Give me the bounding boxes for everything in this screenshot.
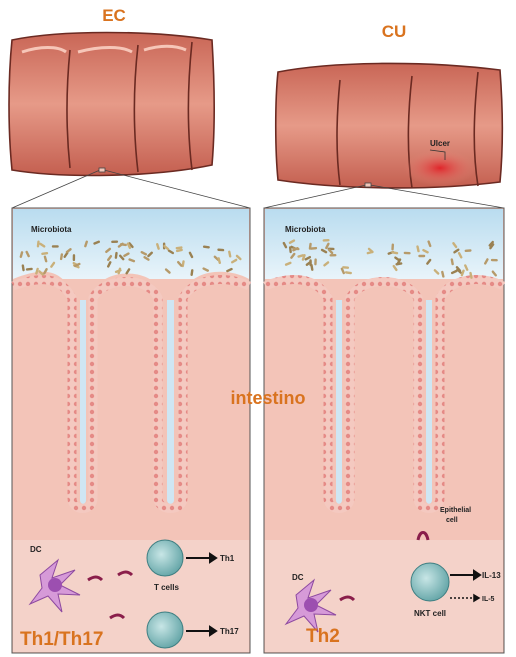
ec-title: EC [102,6,126,25]
epithelial-label-line2: cell [446,517,458,524]
bacterium [323,239,330,242]
epithelial-label-line1: Epithelial [440,507,471,514]
nkt-label: NKT cell [414,609,446,618]
th17-label: Th17 [220,627,239,636]
th1-label: Th1 [220,554,235,563]
ulcer-region [404,150,476,186]
bacterium [111,240,118,243]
bacterium [491,259,498,262]
cu-colon-segment [276,63,503,188]
cu-title: CU [382,22,407,41]
th2-caption: Th2 [306,626,340,647]
nkt-cell-icon [411,563,449,601]
il5-label: IL-5 [482,596,495,603]
th1-th17-caption: Th1/Th17 [20,629,103,650]
bacterium [391,243,394,250]
bacterium [404,252,411,255]
right-tissue-panel [264,208,504,653]
intestino-label: intestino [231,388,306,408]
bacterium [314,258,317,265]
microbiota-label: Microbiota [285,225,326,234]
bacterium [329,254,336,256]
bacterium [73,254,76,261]
il13-label: IL-13 [482,571,501,580]
ec-colon-segment [9,33,214,176]
bacterium [418,255,425,257]
ulcer-label: Ulcer [430,139,450,148]
dc-label: DC [292,573,304,582]
microbiota-label: Microbiota [31,225,72,234]
bacterium [52,245,59,247]
tcells-label: T cells [154,583,179,592]
dc-label: DC [30,545,42,554]
